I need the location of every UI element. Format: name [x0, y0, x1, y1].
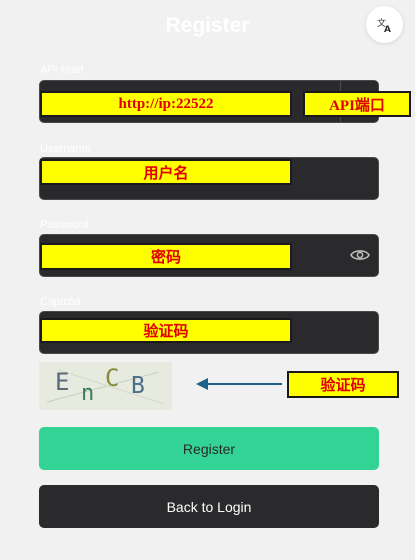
- captcha-char: E: [55, 368, 69, 396]
- username-label: Username: [40, 143, 91, 155]
- api-host-label: API Host: [40, 64, 84, 76]
- page-title: Register: [165, 14, 250, 37]
- back-to-login-button[interactable]: Back to Login: [39, 485, 379, 528]
- annotation-password: 密码: [40, 243, 292, 270]
- annotation-captcha-image: 验证码: [287, 371, 399, 398]
- captcha-char: n: [81, 381, 94, 406]
- translate-icon: 文 A: [377, 17, 391, 34]
- captcha-image[interactable]: E n C B: [39, 362, 172, 410]
- svg-text:文: 文: [377, 17, 386, 29]
- password-label: Password: [40, 219, 89, 231]
- arrow-left-icon: [196, 378, 282, 390]
- annotation-api-host: http://ip:22522: [40, 91, 292, 117]
- annotation-captcha-field: 验证码: [40, 318, 292, 343]
- captcha-char: C: [105, 364, 119, 392]
- annotation-username: 用户名: [40, 159, 292, 185]
- language-toggle-button[interactable]: 文 A: [366, 6, 403, 43]
- captcha-glyphs: E n C B: [46, 364, 165, 406]
- svg-text:A: A: [384, 25, 391, 34]
- register-button[interactable]: Register: [39, 427, 379, 470]
- captcha-label: Captcha: [40, 296, 81, 308]
- captcha-char: B: [131, 373, 145, 399]
- annotation-api-port: API端口: [303, 91, 411, 117]
- eye-icon[interactable]: [350, 247, 370, 263]
